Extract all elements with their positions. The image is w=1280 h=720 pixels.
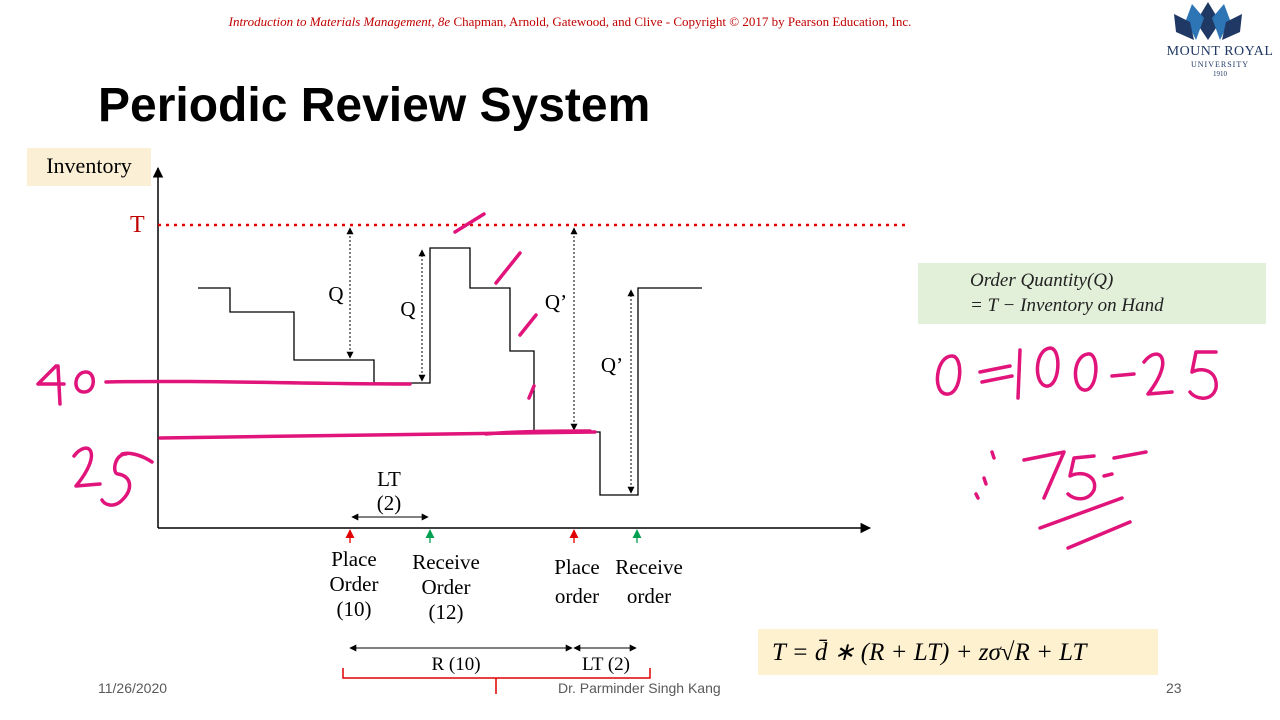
target-label: T bbox=[130, 212, 145, 238]
review-period-label: R (10) bbox=[431, 654, 481, 675]
inventory-label-box bbox=[27, 148, 151, 186]
event-line: (12) bbox=[428, 600, 464, 624]
ink-tick-1 bbox=[453, 212, 486, 234]
event-line: Place bbox=[331, 547, 377, 571]
lt-top-label: LT bbox=[377, 467, 401, 491]
event-receive-order-2: Receive order bbox=[604, 553, 694, 611]
order-quantity-line-2: = T − Inventory on Hand bbox=[970, 295, 1164, 316]
event-line: Order bbox=[329, 572, 379, 596]
event-line: Place bbox=[554, 555, 600, 579]
order-quantity-box bbox=[918, 263, 1266, 324]
target-formula-box bbox=[758, 629, 1158, 675]
event-line: Order bbox=[421, 575, 471, 599]
event-line: (10) bbox=[336, 597, 372, 621]
lt-top-value: (2) bbox=[376, 491, 402, 515]
target-formula: T = d̄ ∗ (R + LT) + zσ√R + LT bbox=[772, 639, 1087, 666]
order-quantity-formula: Order Quantity(Q) = T − Inventory on Han… bbox=[970, 268, 1164, 318]
bracket bbox=[342, 668, 651, 694]
slide-date: 11/26/2020 bbox=[98, 680, 168, 696]
event-receive-order-1: Receive Order (12) bbox=[396, 550, 496, 625]
q2-label: Q bbox=[400, 297, 416, 321]
ink-level-25-under bbox=[484, 429, 592, 436]
ink-digit-25 bbox=[72, 446, 154, 507]
handwritten-annotations bbox=[36, 212, 1218, 550]
ink-equation-2 bbox=[974, 450, 1148, 501]
university-subtitle: UNIVERSITY bbox=[1191, 60, 1249, 69]
slide-number: 23 bbox=[1166, 680, 1182, 696]
ink-underline bbox=[1038, 496, 1132, 550]
order-quantity-line-1: Order Quantity(Q) bbox=[970, 270, 1114, 291]
event-line: Receive bbox=[615, 555, 683, 579]
university-logo-icon bbox=[1174, 2, 1242, 40]
copyright-authors: Chapman, Arnold, Gatewood, and Clive - C… bbox=[450, 14, 912, 29]
event-line: Receive bbox=[412, 550, 480, 574]
copyright-book-title: Introduction to Materials Management, 8e bbox=[228, 14, 451, 29]
ink-tick-4 bbox=[527, 384, 536, 400]
q4-label: Q’ bbox=[600, 353, 624, 377]
y-axis-label: Inventory bbox=[46, 153, 132, 178]
slide-title: Periodic Review System bbox=[98, 79, 651, 132]
event-line: order bbox=[554, 584, 600, 608]
event-place-order-2: Place order bbox=[532, 553, 622, 611]
ink-digit-50 bbox=[36, 364, 95, 406]
q1-label: Q bbox=[328, 282, 344, 306]
inventory-level-line bbox=[198, 247, 702, 496]
ink-tick-2 bbox=[494, 251, 522, 285]
slide-author: Dr. Parminder Singh Kang bbox=[558, 680, 721, 696]
lt-bottom-label: LT (2) bbox=[581, 654, 631, 675]
event-place-order-1: Place Order (10) bbox=[304, 547, 404, 622]
ink-tick-3 bbox=[518, 313, 538, 337]
ink-level-50-line bbox=[104, 379, 412, 386]
ink-equation-1 bbox=[935, 346, 1218, 400]
event-line: order bbox=[626, 584, 672, 608]
university-name: MOUNT ROYAL bbox=[1166, 44, 1274, 59]
copyright-notice: Introduction to Materials Management, 8e… bbox=[0, 14, 1140, 30]
university-year: 1910 bbox=[1213, 70, 1227, 78]
q3-label: Q’ bbox=[544, 290, 568, 314]
